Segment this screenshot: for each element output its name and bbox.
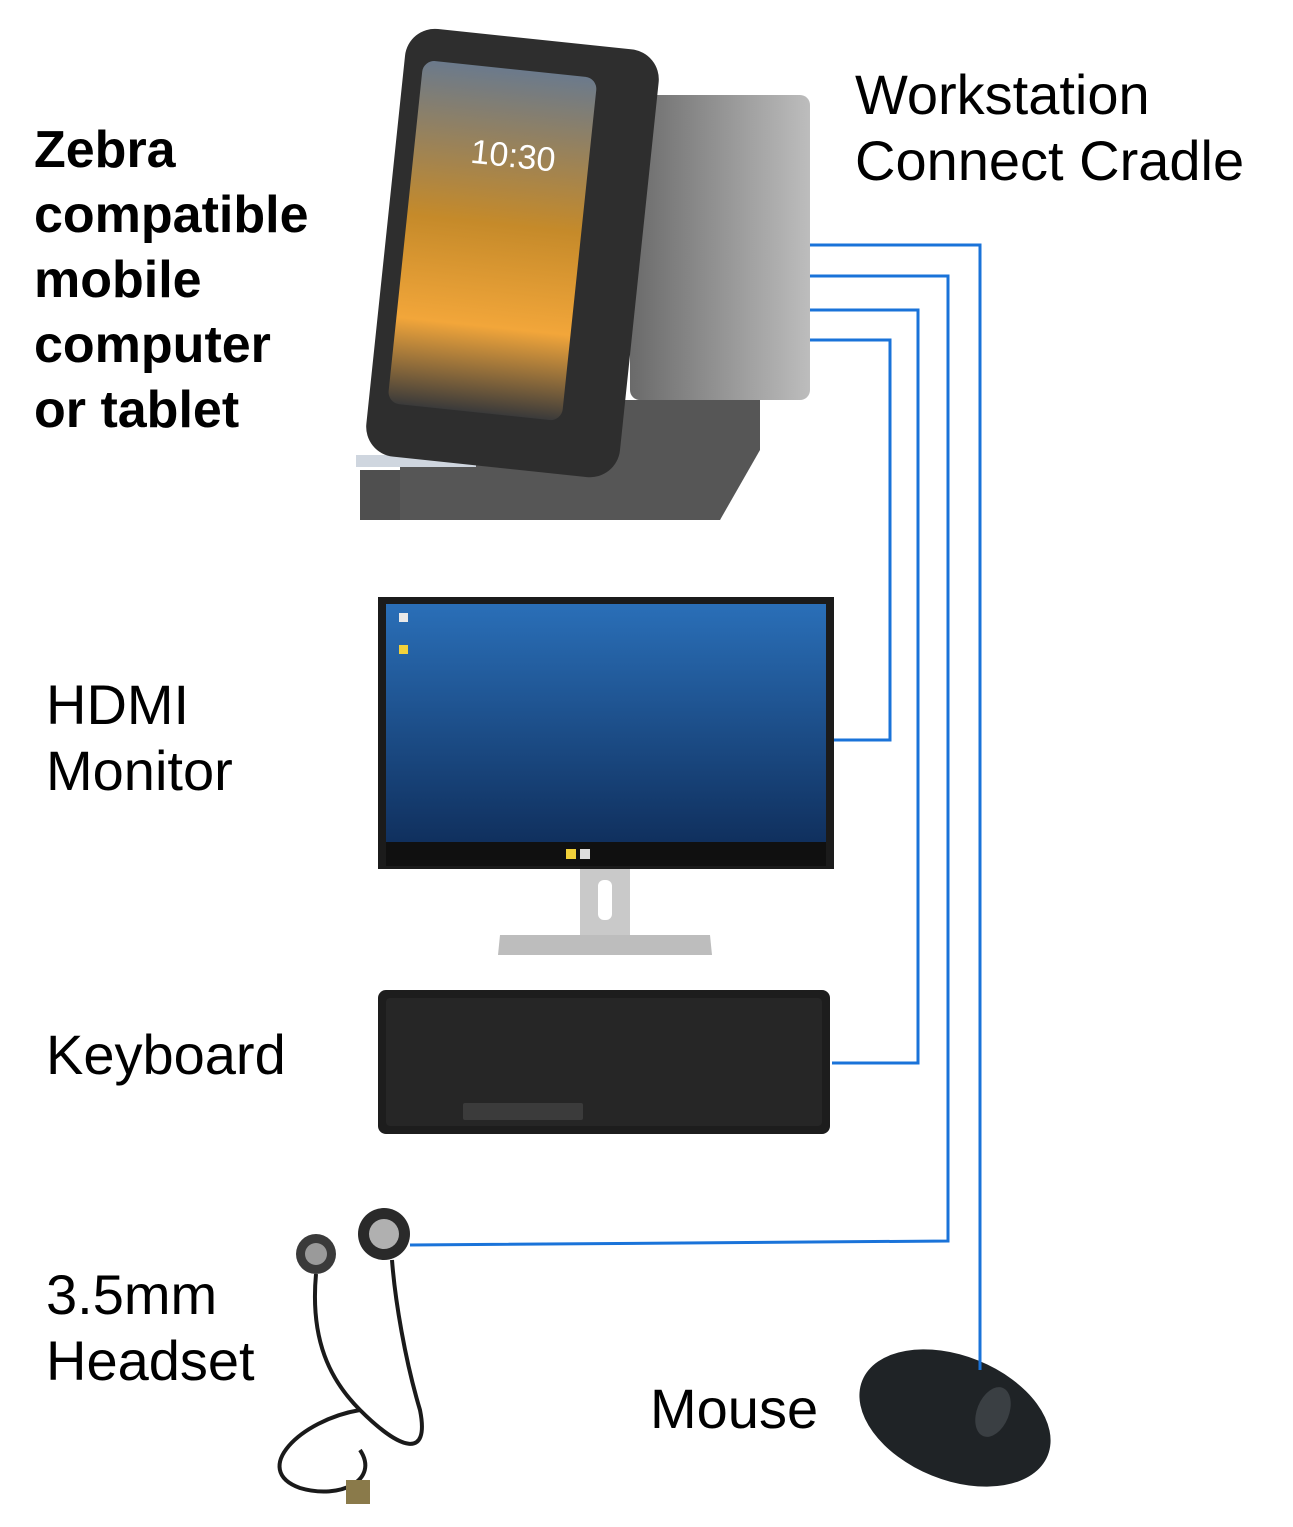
keyboard-label-line-1: Keyboard — [46, 1023, 286, 1086]
mouse-label-line-1: Mouse — [650, 1377, 819, 1440]
keyboard-label: Keyboard — [46, 1022, 286, 1088]
device-label-line-4: computer — [34, 316, 271, 374]
mouse-connector — [810, 243, 982, 1370]
headset-connector — [409, 274, 950, 1247]
connector-lines — [409, 243, 982, 1370]
monitor-icon — [378, 597, 834, 955]
device-label-line-2: compatible — [34, 186, 309, 244]
monitor-connector — [810, 338, 892, 742]
headset-label-line-1: 3.5mm — [46, 1263, 218, 1326]
headset-label: 3.5mm Headset — [46, 1262, 255, 1394]
cradle-label: Workstation Connect Cradle — [855, 62, 1275, 194]
mouse-icon — [859, 1349, 1051, 1487]
headset-label-line-2: Headset — [46, 1329, 255, 1392]
mobile-computer-icon: 10:30 — [366, 28, 659, 478]
keyboard-icon — [378, 990, 830, 1134]
device-label-line-1: Zebra — [34, 121, 176, 179]
mouse-label: Mouse — [650, 1376, 818, 1442]
hdmi-label-line-2: Monitor — [46, 739, 233, 802]
device-label-line-3: mobile — [34, 251, 202, 309]
cradle-label-line-2: Connect Cradle — [855, 129, 1245, 192]
keyboard-connector — [810, 308, 920, 1065]
device-label: Zebra compatible mobile computer or tabl… — [34, 118, 354, 443]
headset-icon — [277, 1208, 424, 1504]
hdmi-label-line-1: HDMI — [46, 673, 190, 736]
cradle-label-line-1: Workstation — [855, 63, 1150, 126]
hdmi-monitor-label: HDMI Monitor — [46, 672, 346, 804]
device-clock: 10:30 — [469, 133, 558, 180]
device-label-line-5: or tablet — [34, 381, 240, 439]
